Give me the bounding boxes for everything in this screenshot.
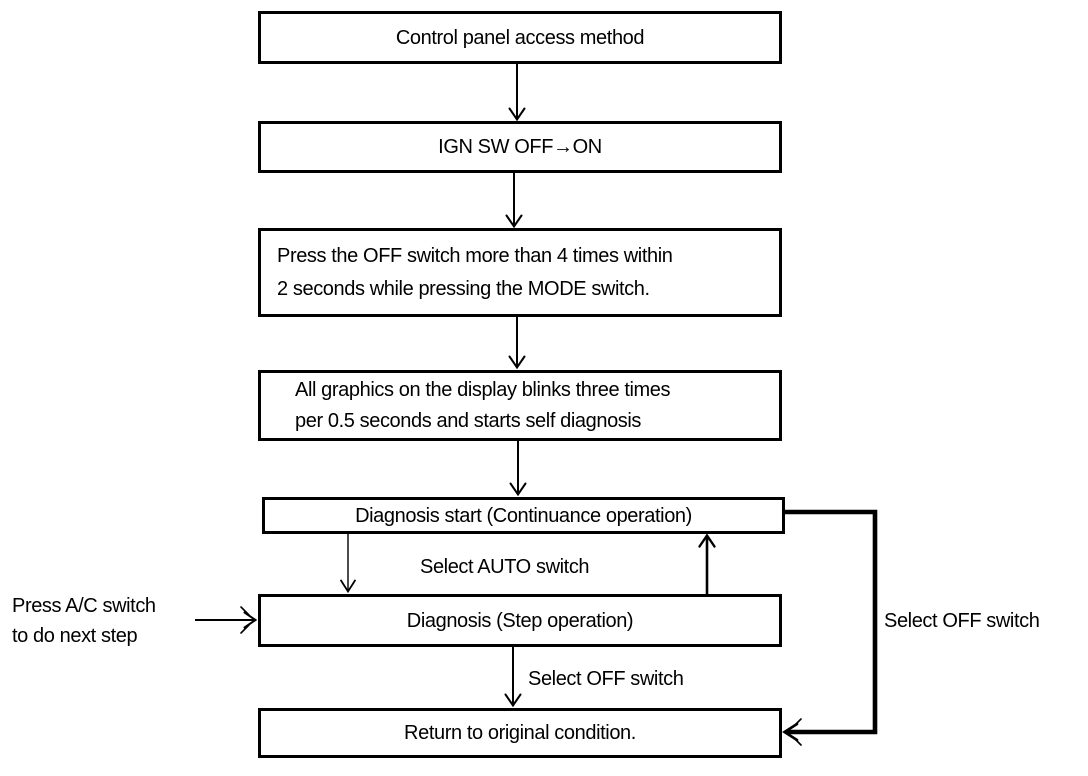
arrow-box5-right-to-box7	[781, 509, 878, 746]
flow-box-diagnosis-start: Diagnosis start (Continuance operation)	[262, 497, 785, 534]
flow-box-ign-sw-off-on: IGN SW OFF→ON	[258, 121, 782, 173]
box-label-line1: All graphics on the display blinks three…	[295, 378, 671, 401]
flow-box-all-graphics-blink: All graphics on the display blinks three…	[258, 370, 782, 441]
flow-box-return-original: Return to original condition.	[258, 708, 782, 758]
arrow-box6-to-box7	[504, 647, 522, 708]
flow-box-press-off-switch: Press the OFF switch more than 4 times w…	[258, 228, 782, 317]
arrow-box3-to-box4	[508, 316, 526, 370]
box-label: Return to original condition.	[404, 722, 636, 744]
arrow-box2-to-box3	[505, 172, 523, 229]
label-select-off-switch-right: Select OFF switch	[884, 610, 1040, 632]
box-label-line1: Press the OFF switch more than 4 times w…	[277, 244, 673, 267]
box-label-line2: per 0.5 seconds and starts self diagnosi…	[295, 409, 642, 432]
arrow-press-ac-to-box6	[195, 606, 258, 634]
arrow-box6-to-box5-up	[698, 533, 716, 595]
box-label: Diagnosis (Step operation)	[406, 609, 634, 632]
flow-box-diagnosis-step: Diagnosis (Step operation)	[258, 594, 782, 647]
arrow-box1-to-box2	[508, 63, 526, 122]
label-press-ac-switch: Press A/C switch to do next step	[12, 591, 156, 651]
label-press-ac-line2: to do next step	[12, 625, 138, 647]
box-label: IGN SW OFF→ON	[438, 136, 602, 158]
arrow-box4-to-box5	[509, 440, 527, 497]
flow-box-control-panel-access: Control panel access method	[258, 11, 782, 64]
label-select-off-switch-step: Select OFF switch	[528, 668, 684, 690]
box-label: Diagnosis start (Continuance operation)	[355, 504, 692, 527]
label-select-auto-switch: Select AUTO switch	[420, 556, 590, 578]
box-label: Control panel access method	[395, 26, 645, 49]
box-label-line2: 2 seconds while pressing the MODE switch…	[277, 277, 650, 300]
arrow-box5-to-box6	[340, 533, 356, 594]
label-press-ac-line1: Press A/C switch	[12, 595, 156, 617]
